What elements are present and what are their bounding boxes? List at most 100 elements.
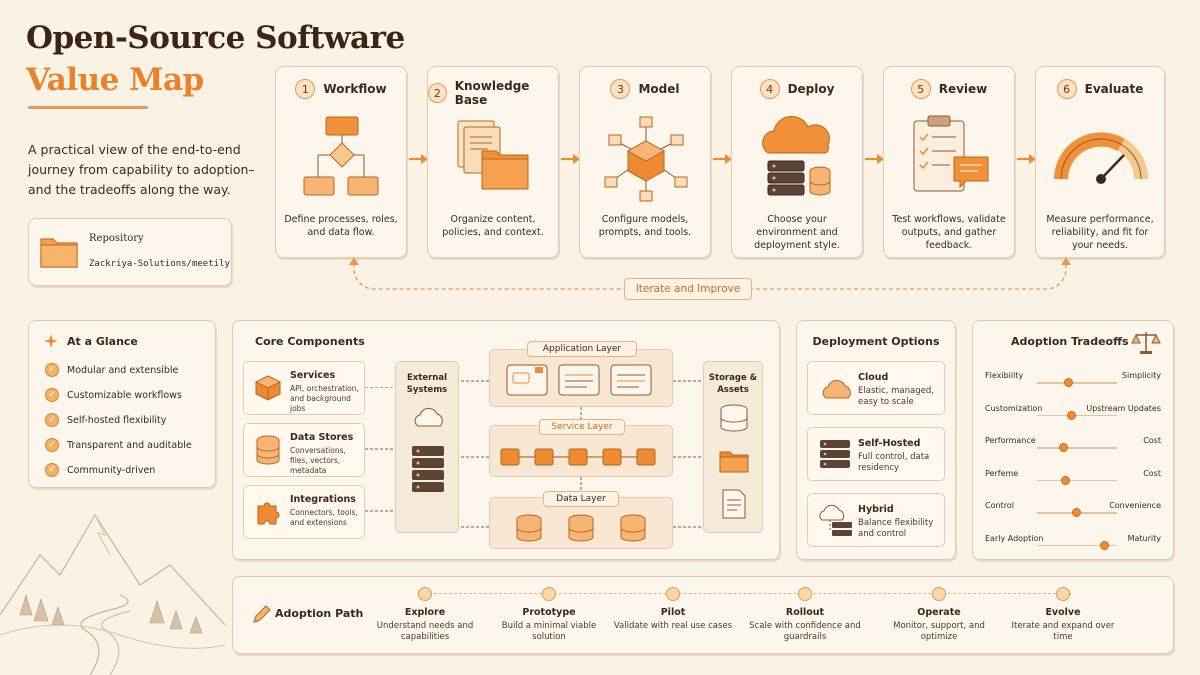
deployment-option-desc: Full control, data residency <box>858 452 930 473</box>
step-title: Workflow <box>323 82 387 96</box>
title-underline <box>28 106 148 109</box>
document-icon <box>722 489 746 519</box>
model-cube-icon <box>604 116 688 202</box>
glance-item: ✓Self-hosted flexibility <box>45 413 166 427</box>
tradeoff-row: Performance Cost <box>985 436 1161 462</box>
tradeoff-slider-handle[interactable] <box>1058 443 1068 452</box>
step-desc: Measure performance, reliability, and fi… <box>1046 214 1154 251</box>
tradeoff-right-label: Simplicity <box>1121 371 1161 380</box>
at-a-glance-panel: At a Glance ✓Modular and extensible ✓Cus… <box>28 320 216 488</box>
component-data-stores[interactable]: Data Stores Conversations, files, vector… <box>243 423 365 477</box>
component-title: Data Stores <box>290 432 354 443</box>
step-desc: Choose your environment and deployment s… <box>754 214 840 251</box>
component-desc: Connectors, tools, and extensions <box>290 508 358 527</box>
path-dot <box>932 587 946 601</box>
component-integrations[interactable]: Integrations Connectors, tools, and exte… <box>243 485 365 539</box>
cloud-server-icon <box>762 116 831 196</box>
deployment-option-hybrid[interactable]: Hybrid Balance flexibility and control <box>807 493 945 547</box>
step-number: 5 <box>910 79 931 99</box>
deployment-option-desc: Balance flexibility and control <box>858 518 934 539</box>
component-desc: Conversations, files, vectors, metadata <box>290 446 346 475</box>
deployment-option-self-hosted[interactable]: Self-Hosted Full control, data residency <box>807 427 945 481</box>
path-dot <box>542 587 556 601</box>
repository-name[interactable]: Zackriya-Solutions/meetily <box>89 259 230 269</box>
tradeoff-right-label: Convenience <box>1109 501 1161 510</box>
arrow-right-icon <box>561 154 580 164</box>
application-layer-label: Application Layer <box>527 341 637 357</box>
component-title: Services <box>290 370 336 381</box>
arrow-right-icon <box>713 154 732 164</box>
step-number: 6 <box>1056 79 1077 99</box>
tradeoff-left-label: Perfeme <box>985 468 1019 478</box>
data-layer-label: Data Layer <box>543 491 619 507</box>
step-card-evaluate[interactable]: 6 Evaluate Measure performance, reliabili… <box>1035 66 1165 258</box>
tradeoff-slider-handle[interactable] <box>1099 540 1109 550</box>
tradeoff-slider-handle[interactable] <box>1071 508 1081 517</box>
deployment-option-cloud[interactable]: Cloud Elastic, managed, easy to scale <box>807 361 945 415</box>
flowchart-icon <box>303 116 379 196</box>
layer-connectors <box>461 380 703 528</box>
step-title: Review <box>938 82 988 96</box>
page-title-line2: Value Map <box>26 62 204 98</box>
tradeoff-slider-handle[interactable] <box>1061 475 1071 485</box>
check-icon: ✓ <box>45 388 59 402</box>
database-cylinders-icons <box>516 514 646 542</box>
tradeoff-right-label: Cost <box>1143 436 1161 445</box>
step-title: Deploy <box>787 82 835 96</box>
tradeoff-right-label: Upstream Updates <box>1086 403 1161 413</box>
tradeoff-slider-handle[interactable] <box>1063 378 1073 387</box>
tradeoff-slider-handle[interactable] <box>1066 410 1076 420</box>
puzzle-icon <box>257 502 280 525</box>
step-number: 2 <box>428 83 447 103</box>
tradeoff-track <box>1037 382 1117 384</box>
step-title: Evaluate <box>1084 82 1144 96</box>
storage-assets-column: Storage & Assets <box>703 361 763 533</box>
component-services[interactable]: Services API, orchestration, and backgro… <box>243 361 365 415</box>
external-systems-column: External Systems <box>395 361 459 533</box>
deployment-option-title: Self-Hosted <box>858 438 921 449</box>
external-systems-label: External Systems <box>406 373 448 395</box>
step-title: Model <box>638 82 680 96</box>
core-components-panel: Core Components Services API, orchestrat… <box>232 320 780 560</box>
pen-icon <box>253 605 271 623</box>
tradeoff-track <box>1037 414 1117 416</box>
deployment-option-title: Hybrid <box>858 504 894 515</box>
glance-title: At a Glance <box>67 335 138 348</box>
storage-assets-label: Storage & Assets <box>708 373 758 395</box>
app-windows-icons <box>506 364 652 396</box>
path-dot <box>1056 587 1070 601</box>
glance-item: ✓Community-driven <box>45 463 155 477</box>
folder-icon <box>719 451 749 473</box>
iterate-loop-connector <box>349 257 1071 290</box>
service-layer-label: Service Layer <box>539 419 625 435</box>
repository-card[interactable]: Repository Zackriya-Solutions/meetily <box>28 218 232 286</box>
balance-scale-icon <box>1131 332 1161 354</box>
glance-item: ✓Modular and extensible <box>45 363 178 377</box>
check-icon: ✓ <box>45 413 59 427</box>
arrow-right-icon <box>409 154 428 164</box>
database-icon <box>256 435 280 465</box>
adoption-path-title: Adoption Path <box>275 607 364 620</box>
tradeoff-row: Perfeme Cost <box>985 469 1161 495</box>
adoption-path-line <box>429 593 1071 594</box>
step-desc: Organize content, policies, and context. <box>442 214 544 238</box>
tradeoff-left-label: Performance <box>985 436 1036 445</box>
tradeoff-right-label: Cost <box>1143 468 1161 478</box>
hybrid-cloud-server-icon <box>819 504 852 536</box>
step-desc: Define processes, roles, and data flow. <box>284 214 398 238</box>
